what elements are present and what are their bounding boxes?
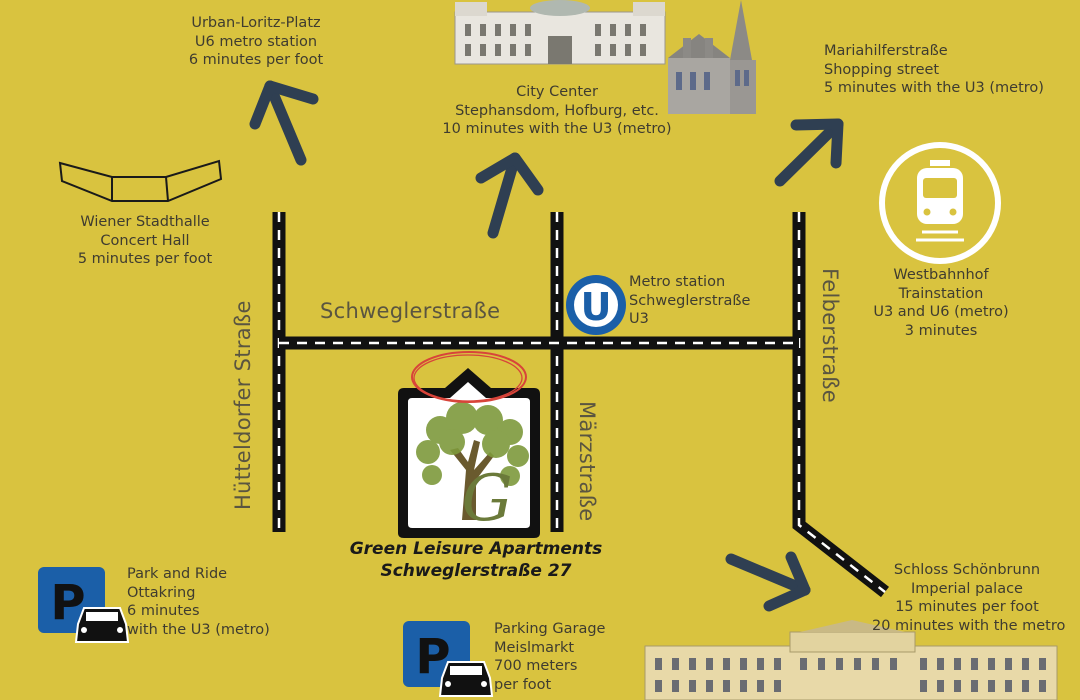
stephansdom-icon — [668, 0, 756, 114]
metro-icon: U — [566, 275, 626, 335]
street-huetteldorfer-strasse: Hütteldorfer Straße — [231, 300, 255, 510]
road-network — [272, 212, 889, 598]
apartment-title: Green Leisure Apartments Schweglerstraße… — [316, 538, 636, 582]
street-schweglerstrasse: Schweglerstraße — [320, 299, 501, 323]
tree-icon — [416, 402, 529, 520]
parking-park-ride-icon: P — [38, 567, 130, 643]
arrow-schoenbrunn-icon — [725, 551, 811, 612]
apartment-logo: G — [398, 351, 540, 538]
arrow-mariahilfer-icon — [774, 118, 844, 187]
arrow-city-center-icon — [475, 152, 544, 239]
train-icon — [879, 142, 1001, 264]
svg-text:G: G — [461, 462, 512, 536]
street-maerzstrasse: Märzstraße — [575, 401, 599, 522]
arrow-urban-loritz-icon — [249, 80, 319, 166]
schoenbrunn-icon — [644, 620, 1058, 700]
svg-text:U: U — [581, 285, 612, 329]
parking-garage-icon: P — [403, 621, 494, 697]
apartment-name: Green Leisure Apartments — [349, 539, 603, 559]
hofburg-icon — [454, 0, 666, 65]
stadthalle-icon — [58, 159, 223, 202]
street-felberstrasse: Felberstraße — [818, 268, 842, 403]
apartment-address: Schweglerstraße 27 — [380, 561, 572, 581]
